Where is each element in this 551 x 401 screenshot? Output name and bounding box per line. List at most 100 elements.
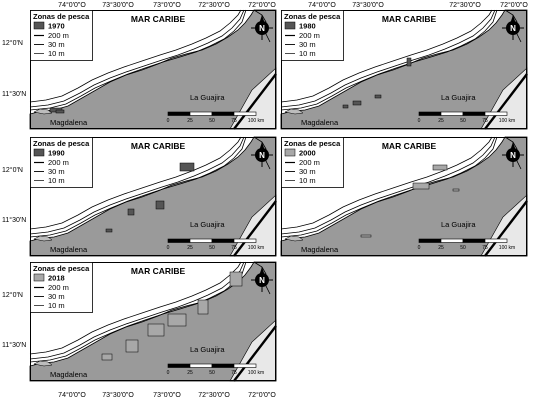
north-arrow-icon: N: [502, 15, 524, 40]
legend-title: Zonas de pesca: [33, 264, 90, 273]
legend-isobath-2: 10 m: [299, 176, 316, 185]
latitude-label-2: 12°0'N: [2, 166, 23, 174]
scale-segment-1: [189, 238, 213, 243]
land-label-la-guajira: La Guajira: [441, 93, 476, 102]
north-label: N: [259, 24, 265, 33]
scale-segment-3: [233, 238, 257, 243]
legend-isobath-2: 10 m: [48, 176, 65, 185]
legend-isobath-2: 10 m: [299, 49, 316, 58]
legend-title: Zonas de pesca: [33, 12, 90, 21]
sea-label: MAR CARIBE: [382, 14, 437, 24]
longitude-top-0: 74°0'0"O: [58, 1, 86, 9]
scale-segment-2: [462, 238, 486, 243]
longitude-top-3: 72°30'0"O: [198, 1, 230, 9]
scale-segment-0: [167, 238, 191, 243]
fishing-zone-1: [155, 200, 165, 210]
legend-isobath-0: 200 m: [299, 158, 320, 167]
scale-tick-0: 0: [167, 370, 170, 376]
latitude-label-0: 12°0'N: [2, 39, 23, 47]
scale-tick-3: 75: [482, 245, 488, 251]
scale-tick-4: 100 km: [499, 245, 515, 251]
land-label-magdalena: Magdalena: [50, 370, 88, 379]
scale-tick-0: 0: [418, 118, 421, 124]
scale-tick-3: 75: [482, 118, 488, 124]
legend-box: [281, 137, 344, 188]
sea-label: MAR CARIBE: [131, 14, 186, 24]
fishing-zone-4: [125, 339, 139, 353]
panel-frame: [281, 10, 527, 129]
legend-isobath-2: 10 m: [48, 49, 65, 58]
longitude-bottom-2: 73°0'0"O: [153, 391, 181, 399]
legend-isobath-1: 30 m: [299, 167, 316, 176]
land-label-la-guajira: La Guajira: [190, 345, 225, 354]
fishing-zone-0: [406, 57, 412, 67]
scale-tick-2: 50: [209, 118, 215, 124]
north-arrow-icon: N: [251, 267, 273, 292]
scale-tick-2: 50: [460, 245, 466, 251]
fishing-zone-1: [55, 109, 65, 114]
empty-slot: [281, 262, 527, 381]
north-label: N: [510, 24, 516, 33]
scale-tick-0: 0: [418, 245, 421, 251]
scale-tick-0: 0: [167, 245, 170, 251]
legend-isobath-1: 30 m: [48, 292, 65, 301]
scale-segment-3: [233, 111, 257, 116]
fishing-zone-3: [147, 323, 165, 337]
scale-segment-2: [211, 111, 235, 116]
scale-segment-2: [211, 363, 235, 368]
legend-isobath-1: 30 m: [48, 40, 65, 49]
land-label-magdalena: Magdalena: [50, 245, 88, 254]
north-arrow-icon: N: [251, 142, 273, 167]
fishing-zone-0: [432, 164, 448, 171]
sea-label: MAR CARIBE: [131, 266, 186, 276]
longitude-bottom-3: 72°30'0"O: [198, 391, 230, 399]
fishing-zone-0: [229, 271, 243, 287]
longitude-top-2: 73°0'0"O: [153, 1, 181, 9]
legend-year: 1980: [299, 22, 316, 31]
legend-swatch: [33, 21, 45, 30]
longitude-top-right-1: 73°30'0"O: [352, 1, 384, 9]
land-label-la-guajira: La Guajira: [190, 93, 225, 102]
panel-frame: [30, 262, 276, 381]
longitude-bottom-0: 74°0'0"O: [58, 391, 86, 399]
sea-label: MAR CARIBE: [382, 141, 437, 151]
scale-segment-0: [418, 238, 442, 243]
longitude-top-right-3: 72°0'0"O: [500, 1, 528, 9]
land-label-magdalena: Magdalena: [50, 118, 88, 127]
land-label-magdalena: Magdalena: [301, 118, 339, 127]
fishing-zone-0: [179, 162, 195, 172]
longitude-top-right-2: 72°30'0"O: [449, 1, 481, 9]
fishing-zone-1: [412, 182, 430, 190]
north-arrow-icon: N: [502, 142, 524, 167]
north-label: N: [510, 151, 516, 160]
scale-segment-1: [440, 238, 464, 243]
fishing-zone-5: [101, 353, 113, 361]
scale-tick-4: 100 km: [248, 245, 264, 251]
scale-tick-2: 50: [209, 245, 215, 251]
scale-bar: 0 25 50 75 100 km: [167, 238, 264, 251]
panel-frame: [30, 137, 276, 256]
scale-tick-1: 25: [187, 245, 193, 251]
scale-segment-1: [189, 111, 213, 116]
scale-segment-0: [167, 111, 191, 116]
latitude-label-4: 12°0'N: [2, 291, 23, 299]
land-label-la-guajira: La Guajira: [190, 220, 225, 229]
north-label: N: [259, 276, 265, 285]
scale-tick-1: 25: [438, 118, 444, 124]
legend-isobath-0: 200 m: [48, 283, 69, 292]
scale-tick-3: 75: [231, 245, 237, 251]
scale-segment-0: [167, 363, 191, 368]
scale-segment-2: [462, 111, 486, 116]
legend-year: 2018: [48, 274, 65, 283]
fishing-zone-2: [352, 100, 362, 106]
